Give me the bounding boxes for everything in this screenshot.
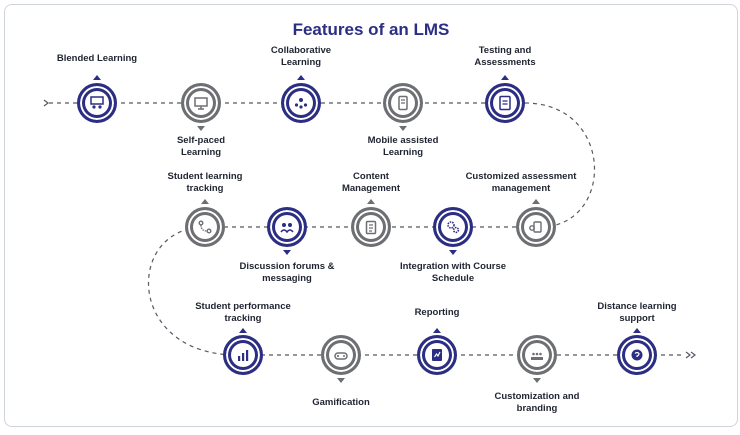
node-distance-learning-support — [617, 335, 657, 375]
pointer-down-icon — [399, 126, 407, 131]
dashed-flow-path — [43, 99, 696, 359]
node-student-performance-tracking — [223, 335, 263, 375]
remote-support-icon — [631, 349, 643, 361]
pointer-down-icon — [337, 378, 345, 383]
label-mobile-assisted-learning: Mobile assisted Learning — [367, 135, 439, 158]
label-integration-with-course-schedule: Integration with Course Schedule — [399, 261, 507, 284]
pointer-down-icon — [533, 378, 541, 383]
diagram-title: Features of an LMS — [292, 20, 450, 39]
left-curve — [147, 226, 238, 356]
label-distance-learning-support: Distance learning support — [597, 301, 677, 324]
label-customization-and-branding: Customization and branding — [494, 391, 580, 414]
node-customized-assessment-management — [516, 207, 556, 247]
end-arrow-icon — [685, 351, 696, 359]
pointer-down-icon — [283, 250, 291, 255]
right-curve-top — [524, 102, 596, 228]
team-collaboration-icon — [294, 98, 308, 109]
pointer-up-icon — [532, 199, 540, 204]
node-integration-with-course-schedule — [433, 207, 473, 247]
branding-icon — [531, 352, 543, 360]
node-testing-and-assessments — [485, 83, 525, 123]
pointer-up-icon — [367, 199, 375, 204]
pointer-up-icon — [633, 328, 641, 333]
pointer-up-icon — [297, 75, 305, 80]
label-reporting: Reporting — [414, 307, 460, 318]
node-mobile-assisted-learning — [383, 83, 423, 123]
gears-icon — [447, 221, 460, 234]
pointer-up-icon — [239, 328, 247, 333]
pointer-down-icon — [449, 250, 457, 255]
node-gamification — [321, 335, 361, 375]
label-discussion-forums-messaging: Discussion forums & messaging — [239, 261, 335, 284]
lms-features-diagram: Features of an LMS Blended Learning Self… — [4, 4, 738, 427]
label-customized-assessment-management: Customized assessment management — [465, 171, 577, 194]
classroom-icon — [90, 96, 104, 109]
route-tracking-icon — [198, 220, 212, 234]
pointer-up-icon — [501, 75, 509, 80]
game-controller-icon — [334, 352, 348, 360]
label-collaborative-learning: Collaborative Learning — [270, 45, 332, 68]
label-testing-and-assessments: Testing and Assessments — [474, 45, 536, 68]
label-gamification: Gamification — [312, 397, 370, 408]
forum-people-icon — [280, 223, 294, 234]
label-student-learning-tracking: Student learning tracking — [167, 171, 243, 194]
label-blended-learning: Blended Learning — [56, 53, 138, 64]
label-content-management: Content Management — [341, 171, 401, 194]
label-self-paced-learning: Self-paced Learning — [176, 135, 226, 158]
node-student-learning-tracking — [185, 207, 225, 247]
presentation-board-icon — [194, 97, 208, 110]
pointer-up-icon — [433, 328, 441, 333]
mobile-book-icon — [398, 95, 408, 111]
node-reporting — [417, 335, 457, 375]
pointer-down-icon — [197, 126, 205, 131]
pointer-up-icon — [201, 199, 209, 204]
bar-chart-icon — [238, 350, 249, 361]
node-customization-and-branding — [517, 335, 557, 375]
label-student-performance-tracking: Student performance tracking — [195, 301, 291, 324]
report-book-icon — [432, 349, 442, 361]
node-discussion-forums-messaging — [267, 207, 307, 247]
clipboard-icon — [365, 220, 377, 235]
custom-assessment-icon — [529, 221, 542, 233]
pointer-up-icon — [93, 75, 101, 80]
node-collaborative-learning — [281, 83, 321, 123]
test-document-icon — [499, 95, 511, 111]
node-self-paced-learning — [181, 83, 221, 123]
node-blended-learning — [77, 83, 117, 123]
start-arrow-icon — [43, 99, 49, 107]
node-content-management — [351, 207, 391, 247]
